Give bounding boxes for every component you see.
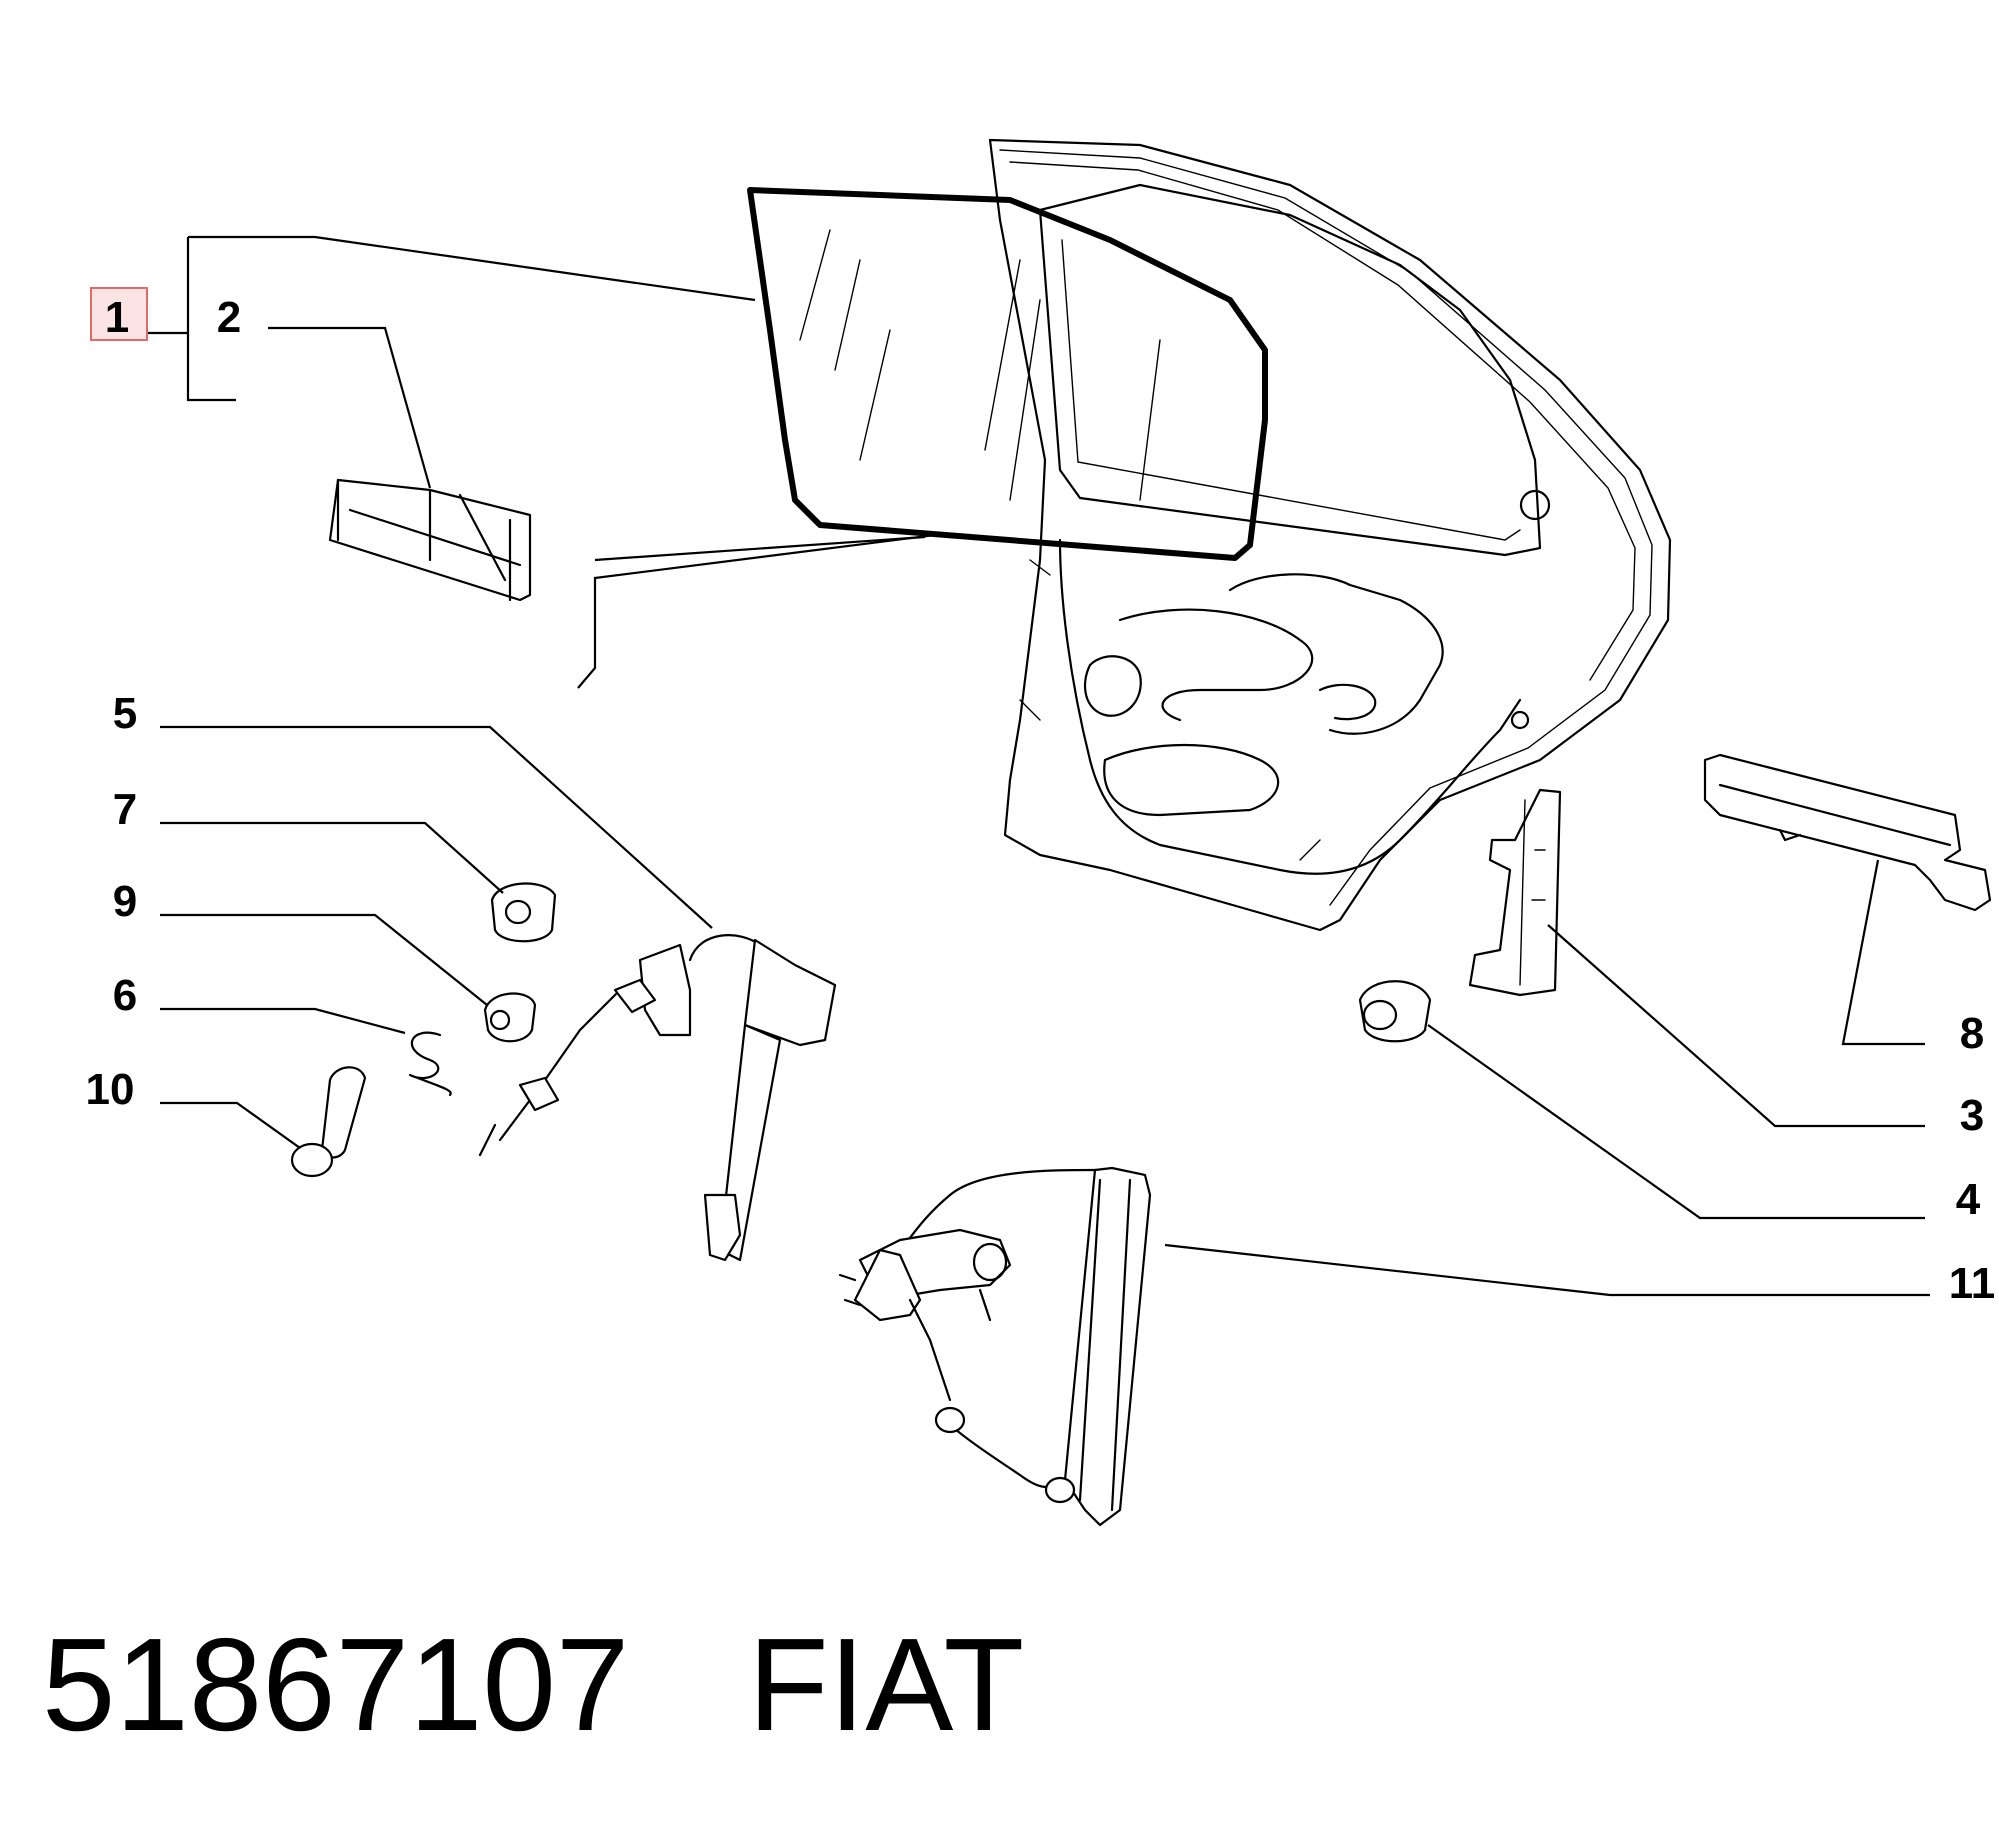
callout-10[interactable]: 10 [86,1065,135,1114]
bush-7 [490,882,557,943]
callout-1-highlight [90,287,148,341]
window-glass [747,187,1268,561]
callout-5[interactable]: 5 [113,689,137,738]
electric-regulator [838,1166,1152,1527]
grommet [483,992,537,1043]
door-panel [988,138,1672,932]
callout-6[interactable]: 6 [113,971,137,1020]
callout-labels: 1 2 5 7 9 6 10 8 3 4 11 [86,293,1996,1308]
leader-1-upper [594,535,926,562]
channel-bracket [1703,753,1992,912]
glass-channel [328,478,532,602]
spring-clip [408,1031,452,1097]
item1-bracket [148,235,756,402]
part-number: 51867107 [42,1611,629,1758]
leader-7 [160,821,504,894]
leader-3 [1547,924,1925,1128]
callout-4[interactable]: 4 [1956,1175,1981,1224]
leader-11 [1164,1243,1930,1297]
brand-name: FIAT [748,1611,1024,1758]
manual-regulator [478,934,837,1262]
callout-8[interactable]: 8 [1960,1009,1984,1058]
callout-2[interactable]: 2 [217,293,241,342]
leader-1-lower [577,533,936,689]
callout-9[interactable]: 9 [113,877,137,926]
leader-lines [160,326,1930,1297]
leader-6 [160,1007,406,1035]
callout-1[interactable]: 1 [105,293,129,342]
leader-4 [1427,1024,1925,1220]
leader-10 [160,1101,301,1149]
crank-handle [290,1066,367,1178]
leader-2 [268,326,432,489]
leader-5 [160,725,713,929]
leader-9 [160,913,488,1006]
guide-rail [1468,788,1562,997]
callout-3[interactable]: 3 [1960,1091,1984,1140]
bush-4 [1358,980,1432,1043]
callout-11[interactable]: 11 [1949,1259,1996,1308]
leader-8 [1841,859,1925,1046]
callout-7[interactable]: 7 [113,785,137,834]
